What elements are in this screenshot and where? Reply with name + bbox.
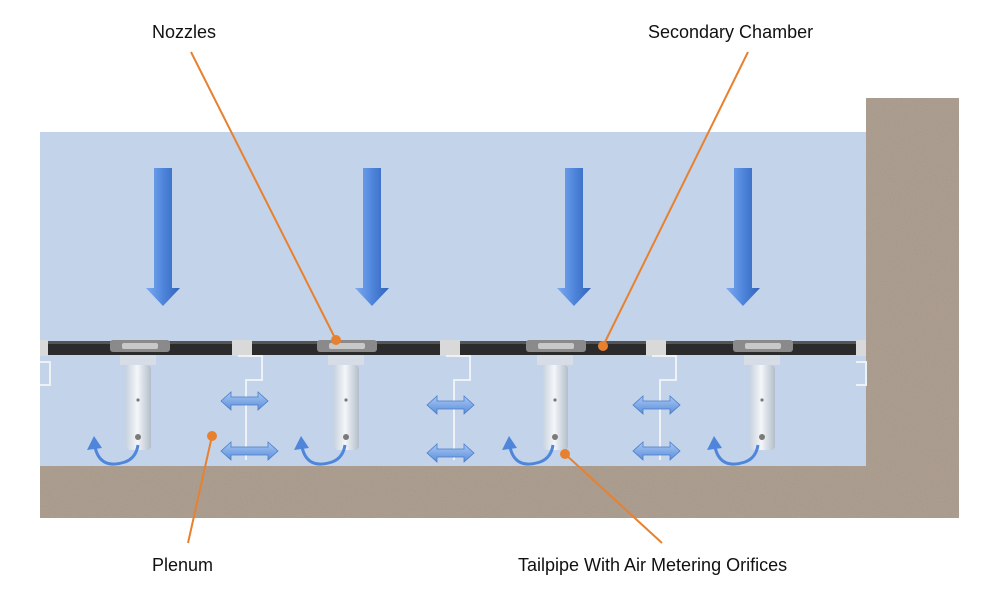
tailpipe — [537, 355, 573, 450]
curved-arrow — [502, 436, 555, 466]
double-arrow — [426, 443, 475, 463]
double-arrow — [220, 391, 269, 411]
tailpipe — [120, 355, 156, 450]
label-plenum: Plenum — [152, 555, 214, 575]
label-tailpipe: Tailpipe With Air Metering Orifices — [518, 555, 788, 575]
nozzle-cap — [526, 340, 586, 352]
gravel-floor — [40, 466, 959, 518]
double-arrow — [220, 441, 279, 461]
callout-dot-secondary-chamber — [598, 341, 608, 351]
gravel-wall-right — [866, 98, 959, 518]
nozzle-cap — [733, 340, 793, 352]
double-arrow — [632, 441, 681, 461]
downflow-arrows — [146, 168, 760, 306]
nozzle-cap — [110, 340, 170, 352]
down-arrow — [355, 168, 389, 306]
tailpipes — [120, 355, 780, 450]
curved-arrow — [294, 436, 347, 466]
nozzle-cap — [317, 340, 377, 352]
double-arrow — [632, 395, 681, 415]
callout-line-nozzles — [190, 51, 337, 341]
curved-arrow — [87, 436, 140, 466]
callout-line-tailpipe — [564, 453, 663, 544]
down-arrow — [146, 168, 180, 306]
curved-arrows — [87, 436, 760, 466]
label-secondary-chamber: Secondary Chamber — [648, 22, 814, 42]
double-arrow — [426, 395, 475, 415]
callout-line-secondary-chamber — [602, 51, 749, 347]
down-arrow — [726, 168, 760, 306]
callout-dot-tailpipe — [560, 449, 570, 459]
tailpipe — [744, 355, 780, 450]
underdrain-plate — [40, 340, 866, 356]
callout-lines — [187, 51, 749, 544]
air-flow-arrows — [220, 391, 681, 463]
callout-dot-nozzles — [331, 335, 341, 345]
curved-arrow — [707, 436, 760, 466]
tailpipe — [328, 355, 364, 450]
label-nozzles: Nozzles — [152, 22, 217, 42]
callout-dot-plenum — [207, 431, 217, 441]
down-arrow — [557, 168, 591, 306]
callout-line-plenum — [187, 435, 213, 544]
